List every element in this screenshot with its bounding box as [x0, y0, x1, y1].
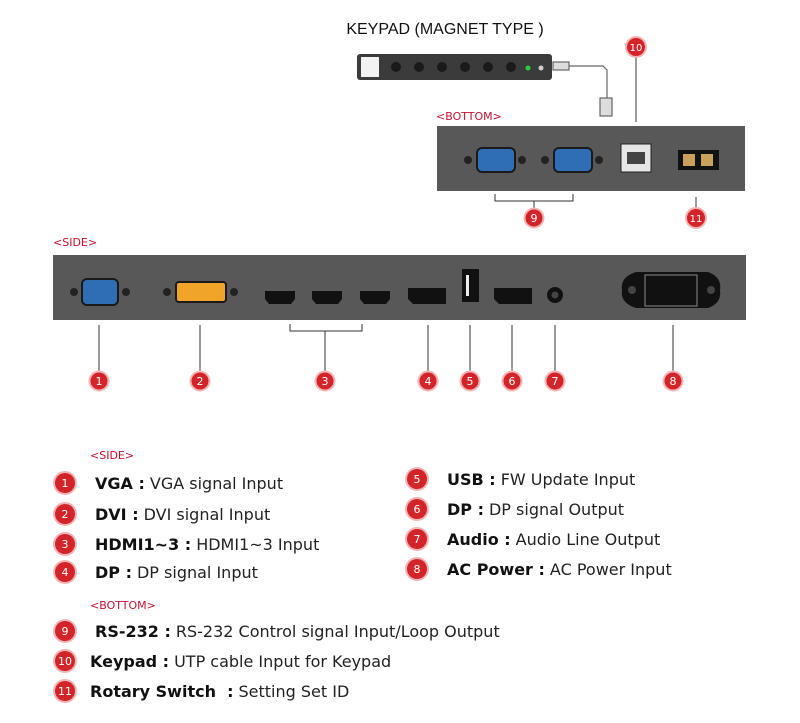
legend-item-8: 8 AC Power : AC Power Input: [407, 559, 672, 579]
callout-11: 11: [685, 207, 707, 229]
dp-output-port: [494, 288, 532, 304]
legend-desc: AC Power Input: [549, 559, 672, 579]
rs232-port-1: [464, 147, 526, 173]
legend-term: RS-232 :: [95, 621, 171, 641]
legend-item-3: 3 HDMI1~3 : HDMI1~3 Input: [55, 534, 319, 554]
legend-desc: DP signal Input: [136, 562, 258, 582]
dp-input-port: [408, 288, 446, 304]
usb-port: [462, 269, 479, 302]
callout-9: 9: [523, 207, 545, 229]
svg-text:1: 1: [96, 375, 103, 388]
legend-desc: Audio Line Output: [515, 529, 661, 549]
keypad-cable: [552, 61, 613, 117]
legend-item-5: 5 USB : FW Update Input: [407, 469, 635, 489]
svg-text:8: 8: [670, 375, 677, 388]
legend-item-1: 1 VGA : VGA signal Input: [55, 473, 283, 493]
badge-3: 3: [55, 534, 75, 554]
legend-item-6: 6 DP : DP signal Output: [407, 499, 624, 519]
svg-text:10: 10: [630, 43, 643, 54]
legend-item-10: 10 Keypad : UTP cable Input for Keypad: [55, 651, 391, 671]
badge-1: 1: [55, 473, 75, 493]
legend-desc: VGA signal Input: [149, 473, 284, 493]
badge-5: 5: [407, 469, 427, 489]
ac-power-port: [621, 272, 721, 308]
keypad-title: KEYPAD (MAGNET TYPE ): [346, 21, 543, 38]
callout-5: 5: [459, 370, 481, 392]
callout-3: 3: [314, 370, 336, 392]
svg-text:3: 3: [322, 375, 329, 388]
callout-7: 7: [544, 370, 566, 392]
badge-4: 4: [55, 562, 75, 582]
rs232-port-2: [541, 147, 603, 173]
legend-term: DP :: [447, 499, 484, 519]
legend-desc: Setting Set ID: [238, 681, 350, 701]
badge-2: 2: [55, 504, 75, 524]
legend-term: AC Power :: [447, 559, 545, 579]
legend-desc: HDMI1~3 Input: [196, 534, 320, 554]
keypad-rj45-port: [620, 143, 652, 173]
legend-desc: DVI signal Input: [143, 504, 271, 524]
badge-9: 9: [55, 621, 75, 641]
bottom-section-label: <BOTTOM>: [436, 110, 502, 123]
hdmi-ports: [265, 291, 390, 304]
svg-text:5: 5: [467, 375, 474, 388]
callout-8: 8: [662, 370, 684, 392]
legend-desc: DP signal Output: [488, 499, 625, 519]
audio-port: [547, 287, 563, 303]
callout-1: 1: [88, 370, 110, 392]
badge-8: 8: [407, 559, 427, 579]
legend-desc: RS-232 Control signal Input/Loop Output: [175, 621, 500, 641]
svg-text:6: 6: [509, 375, 516, 388]
legend-term: VGA :: [95, 473, 145, 493]
badge-11: 11: [55, 681, 75, 701]
svg-text:11: 11: [690, 214, 703, 225]
legend-item-4: 4 DP : DP signal Input: [55, 562, 258, 582]
legend-desc: UTP cable Input for Keypad: [174, 651, 392, 671]
keypad-device: [357, 54, 552, 80]
svg-text:7: 7: [552, 375, 559, 388]
legend-term: DVI :: [95, 504, 139, 524]
legend-desc: FW Update Input: [500, 469, 636, 489]
callout-4: 4: [417, 370, 439, 392]
badge-7: 7: [407, 529, 427, 549]
svg-text:9: 9: [531, 212, 538, 225]
legend-term: Keypad :: [90, 651, 170, 671]
legend-bottom-heading: <BOTTOM>: [90, 599, 156, 612]
leader-lines: [98, 56, 697, 372]
legend-side-heading: <SIDE>: [90, 449, 135, 462]
callout-10: 10: [625, 36, 647, 58]
legend-item-2: 2 DVI : DVI signal Input: [55, 504, 270, 524]
vga-port: [70, 278, 130, 306]
legend-item-7: 7 Audio : Audio Line Output: [407, 529, 660, 549]
legend-term: Rotary Switch :: [90, 681, 234, 701]
badge-6: 6: [407, 499, 427, 519]
svg-text:2: 2: [197, 375, 204, 388]
badge-10: 10: [55, 651, 75, 671]
callout-2: 2: [189, 370, 211, 392]
legend-item-11: 11 Rotary Switch : Setting Set ID: [55, 681, 349, 701]
legend-term: USB :: [447, 469, 496, 489]
rotary-switch: [678, 150, 719, 170]
dvi-port: [163, 281, 238, 303]
side-section-label: <SIDE>: [53, 236, 97, 249]
callout-6: 6: [501, 370, 523, 392]
legend-term: DP :: [95, 562, 132, 582]
legend-term: HDMI1~3 :: [95, 534, 192, 554]
legend-term: Audio :: [447, 529, 511, 549]
legend-item-9: 9 RS-232 : RS-232 Control signal Input/L…: [55, 621, 500, 641]
svg-text:4: 4: [425, 375, 432, 388]
